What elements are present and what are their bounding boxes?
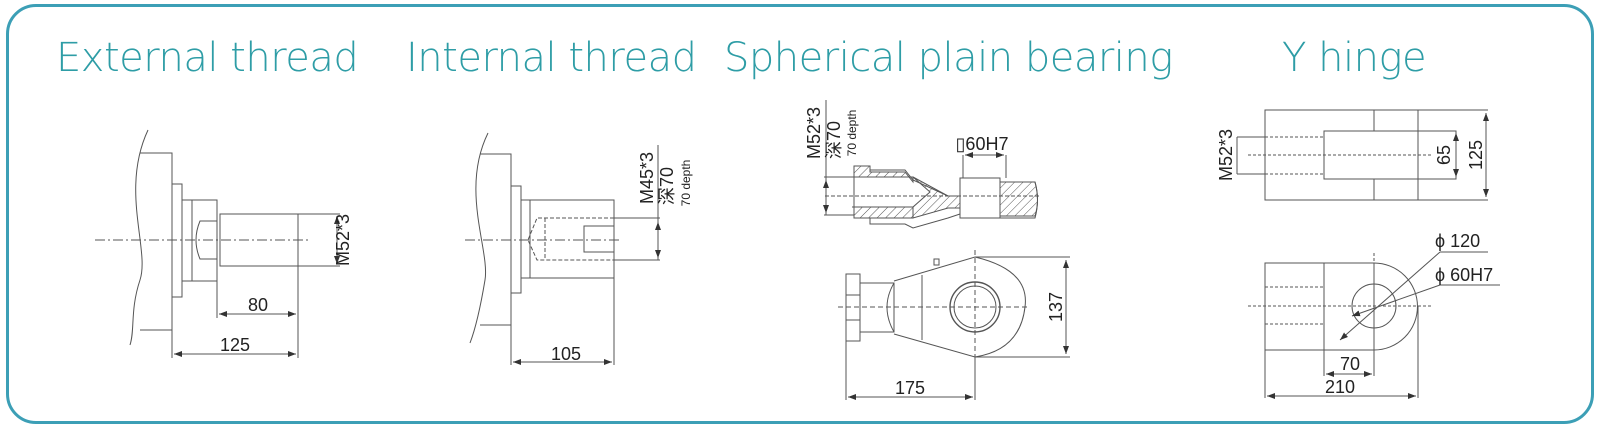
- label-int-thread: M45*3: [637, 152, 657, 204]
- title-external-thread: External thread: [56, 35, 359, 81]
- title-y-hinge: Y hinge: [1282, 35, 1427, 81]
- label-ext-overall-length: 125: [220, 335, 250, 355]
- external-thread-drawing: [95, 129, 340, 358]
- label-hinge-slot: 65: [1434, 145, 1454, 165]
- label-bearing-height: 137: [1046, 292, 1066, 322]
- label-hinge-pin-diameter: ϕ 60H7: [1435, 265, 1493, 285]
- title-internal-thread: Internal thread: [406, 35, 697, 81]
- label-hinge-pin-offset: 70: [1340, 354, 1360, 374]
- label-int-depth-en: 70 depth: [679, 160, 693, 207]
- y-hinge-top-drawing: [1236, 109, 1489, 201]
- label-bearing-depth-en: 70 depth: [845, 110, 859, 157]
- bearing-section-drawing: [823, 100, 1040, 229]
- label-ext-thread-length: 80: [248, 295, 268, 315]
- label-hinge-overall-length: 210: [1325, 377, 1355, 397]
- title-spherical-plain-bearing: Spherical plain bearing: [724, 35, 1173, 81]
- bearing-top-drawing: [838, 250, 1070, 400]
- label-hinge-outer-diameter: ϕ 120: [1435, 231, 1480, 251]
- label-bearing-length: 175: [895, 378, 925, 398]
- label-hinge-thread: M52*3: [1216, 129, 1236, 181]
- label-int-depth-cn: 深70: [657, 167, 677, 205]
- label-ext-thread: M52*3: [333, 214, 353, 266]
- y-hinge-side-drawing: [1248, 251, 1500, 399]
- label-bearing-thread: M52*3: [804, 107, 824, 159]
- internal-thread-drawing: [465, 132, 661, 365]
- label-hinge-width: 125: [1466, 140, 1486, 170]
- label-int-overall-length: 105: [551, 344, 581, 364]
- label-bearing-depth-cn: 深70: [824, 121, 844, 159]
- label-bearing-bore: ▯60H7: [956, 134, 1009, 154]
